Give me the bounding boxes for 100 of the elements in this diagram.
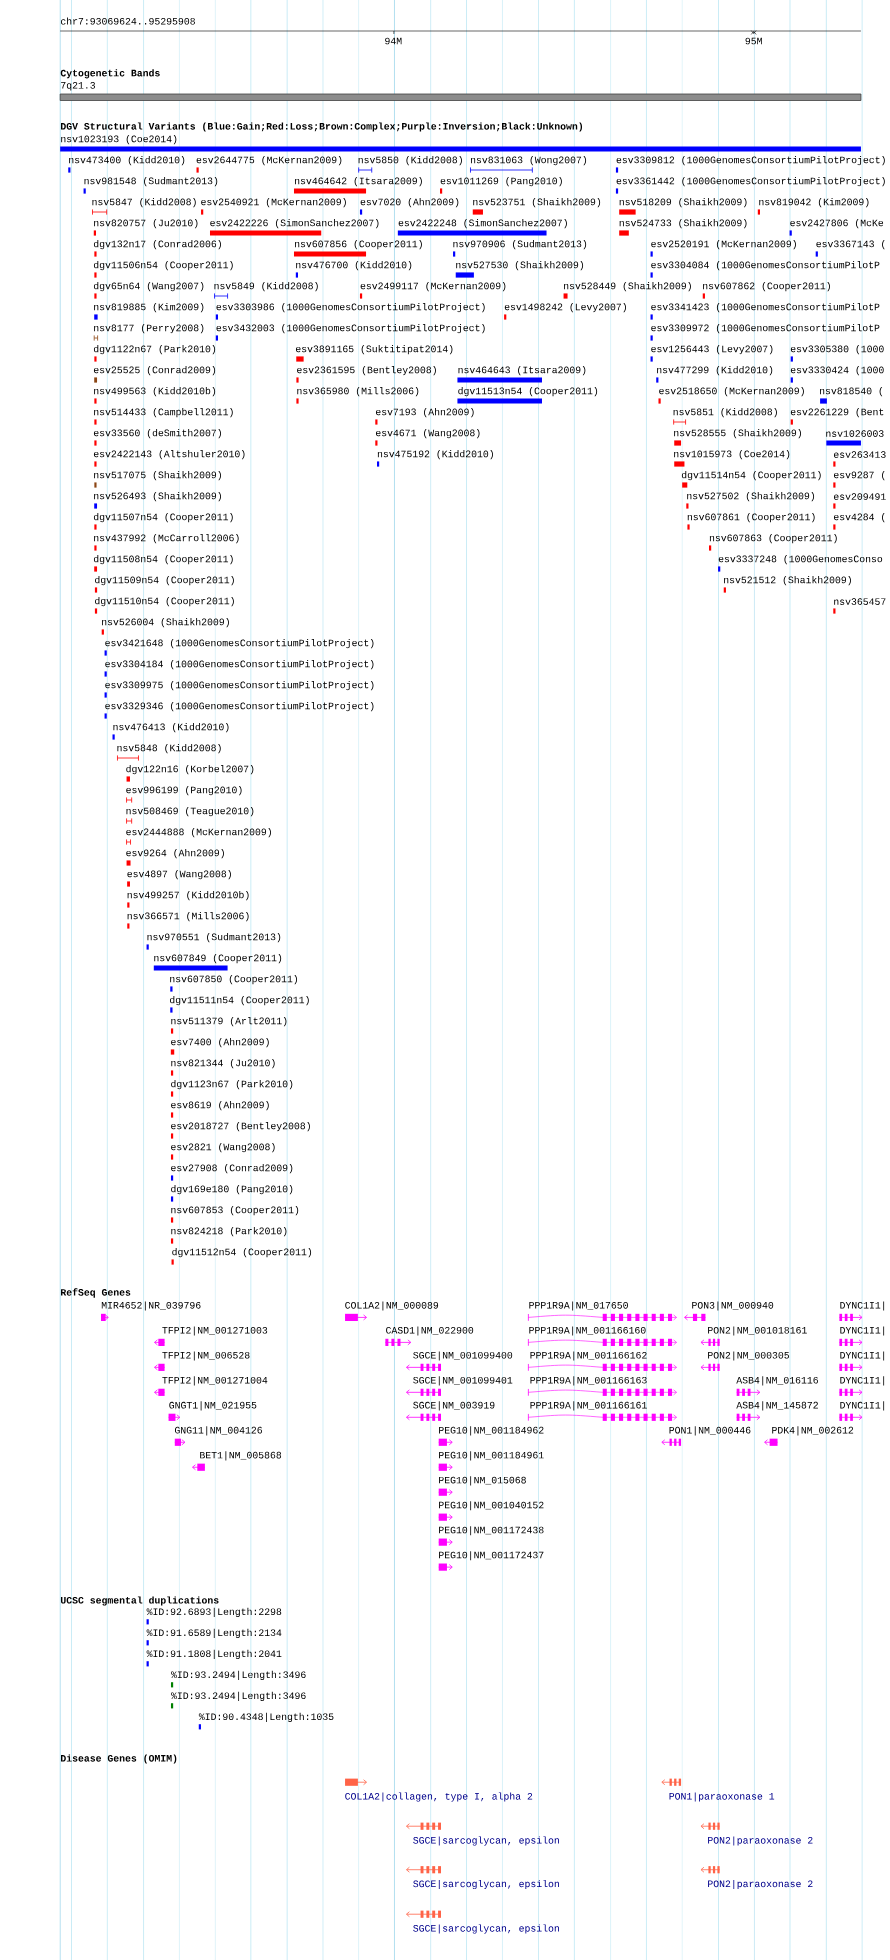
feature-label: nsv476700 (Kidd2010) xyxy=(296,261,412,271)
feature-label: TFPI2|NM_001271003 xyxy=(162,1326,268,1336)
feature-label: esv2499117 (McKernan2009) xyxy=(360,282,506,292)
disease-gene-label: PON2|paraoxonase 2 xyxy=(708,1836,813,1846)
feature-label: DYNC1I1| xyxy=(840,1376,885,1386)
feature-label: esv3337248 (1000GenomesConso xyxy=(718,555,883,565)
feature-label: nsv499563 (Kidd2010b) xyxy=(94,387,216,397)
feature-label: esv1498242 (Levy2007) xyxy=(504,303,626,313)
feature-label: esv3361442 (1000GenomesConsortiumPilotProject) xyxy=(616,177,885,187)
feature-label: nsv607849 (Cooper2011) xyxy=(154,954,282,964)
feature-label: esv2518650 (McKernan2009) xyxy=(659,387,804,397)
feature-label: nsv831063 (Wong2007) xyxy=(471,156,587,166)
feature-label: esv3304184 (1000GenomesConsortiumPilotProject) xyxy=(105,660,374,670)
feature-label: esv2422143 (Altshuler2010) xyxy=(93,450,245,460)
feature-label: nsv477299 (Kidd2010) xyxy=(657,366,773,376)
feature-label: nsv5849 (Kidd2008) xyxy=(214,282,318,292)
feature-label: %ID:92.6893|Length:2298 xyxy=(146,1607,282,1617)
feature-label: nsv607862 (Cooper2011) xyxy=(703,282,830,292)
feature-label: esv25525 (Conrad2009) xyxy=(93,366,216,376)
feature-label: nsv499257 (Kidd2010b) xyxy=(127,891,249,901)
feature-label: esv263413 xyxy=(834,451,886,458)
feature-label: nsv528555 (Shaikh2009) xyxy=(674,429,801,439)
disease-gene-label: SGCE|sarcoglycan, epsilon xyxy=(413,1836,559,1846)
feature-label: ASB4|NM_145872 xyxy=(736,1401,818,1411)
feature-label: nsv526004 (Shaikh2009) xyxy=(102,618,229,628)
feature-label: DYNC1I1| xyxy=(840,1301,885,1311)
feature-label: nsv527502 (Shaikh2009) xyxy=(687,492,815,502)
feature-label: esv3367143 ( xyxy=(816,240,885,250)
feature-label: nsv526493 (Shaikh2009) xyxy=(94,492,221,502)
track-heading: Cytogenetic Bands xyxy=(60,69,160,79)
disease-gene-label: PON1|paraoxonase 1 xyxy=(669,1792,775,1802)
feature-label: dgv11512n54 (Cooper2011) xyxy=(172,1248,312,1258)
feature-label: %ID:93.2494|Length:3496 xyxy=(171,1691,306,1701)
feature-label: DYNC1I1| xyxy=(840,1326,885,1336)
feature-label: GNGT1|NM_021955 xyxy=(169,1401,257,1411)
feature-label: PDK4|NM_002612 xyxy=(772,1426,854,1436)
feature-label: nsv517075 (Shaikh2009) xyxy=(94,471,221,481)
disease-gene-label: PON2|paraoxonase 2 xyxy=(708,1879,813,1890)
feature-label: esv3304084 (1000GenomesConsortiumPilotP xyxy=(651,261,880,271)
feature-label: esv7193 (Ahn2009) xyxy=(376,408,474,418)
feature-label: nsv8177 (Perry2008) xyxy=(94,324,204,334)
feature-label: nsv607856 (Cooper2011) xyxy=(295,240,422,250)
track-heading: RefSeq Genes xyxy=(61,1288,131,1298)
feature-label: esv2427806 (McKe xyxy=(790,219,884,229)
track-heading: Disease Genes (OMIM) xyxy=(61,1754,177,1764)
feature-label: nsv514433 (Campbell2011) xyxy=(94,408,233,418)
disease-gene-label: SGCE|sarcoglycan, epsilon xyxy=(413,1924,559,1934)
feature-label: esv3891165 (Suktitipat2014) xyxy=(295,345,453,355)
feature-label: nsv1026003 xyxy=(826,430,884,437)
feature-label: SGCE|NM_001099400 xyxy=(413,1351,513,1361)
feature-label: esv27908 (Conrad2009) xyxy=(171,1164,293,1174)
feature-label: dgv11506n54 (Cooper2011) xyxy=(93,261,233,271)
feature-label: esv4671 (Wang2008) xyxy=(376,429,480,439)
feature-label: PON3|NM_000940 xyxy=(692,1301,774,1311)
feature-label: dgv11509n54 (Cooper2011) xyxy=(95,576,234,586)
feature-label: %ID:93.2494|Length:3496 xyxy=(171,1670,306,1680)
feature-label: %ID:90.4348|Length:1035 xyxy=(198,1712,334,1722)
feature-label: esv2422226 (SimonSanchez2007) xyxy=(210,219,379,229)
feature-label: nsv5847 (Kidd2008) xyxy=(92,198,196,208)
feature-label: esv8619 (Ahn2009) xyxy=(171,1101,269,1111)
feature-label: nsv5848 (Kidd2008) xyxy=(117,744,221,754)
feature-label: nsv518209 (Shaikh2009) xyxy=(619,198,747,208)
feature-label: PEG10|NM_001172437 xyxy=(439,1551,544,1561)
feature-label: esv3309972 (1000GenomesConsortiumPilotP xyxy=(651,324,880,334)
feature-label: nsv365457 xyxy=(834,598,886,605)
feature-label: esv1011269 (Pang2010) xyxy=(440,177,562,187)
feature-label: esv1256443 (Levy2007) xyxy=(651,345,773,355)
feature-label: esv2821 (Wang2008) xyxy=(171,1143,275,1153)
feature-label: esv3303986 (1000GenomesConsortiumPilotProject) xyxy=(216,303,485,313)
feature-label: COL1A2|NM_000089 xyxy=(345,1301,439,1311)
ruler-tick-label: 94M xyxy=(385,37,402,45)
feature-label: nsv521512 (Shaikh2009) xyxy=(724,576,851,586)
feature-label: dgv65n64 (Wang2007) xyxy=(93,282,204,292)
feature-label: dgv169e180 (Pang2010) xyxy=(171,1185,293,1195)
feature-label: nsv365980 (Mills2006) xyxy=(297,387,419,397)
feature-label: GNG11|NM_004126 xyxy=(174,1426,262,1436)
feature-label: dgv1123n67 (Park2010) xyxy=(171,1080,293,1090)
feature-label: nsv607863 (Cooper2011) xyxy=(709,534,837,544)
feature-label: nsv607861 (Cooper2011) xyxy=(687,513,815,523)
feature-label: %ID:91.6589|Length:2134 xyxy=(146,1628,282,1638)
feature-label: esv2018727 (Bentley2008) xyxy=(171,1122,310,1132)
feature-label: esv3329346 (1000GenomesConsortiumPilotProject) xyxy=(105,702,374,712)
feature-label: PPP1R9A|NM_001166162 xyxy=(530,1351,647,1361)
feature-label: PEG10|NM_001040152 xyxy=(439,1501,544,1511)
ruler-tick-label: 95M xyxy=(745,37,762,45)
feature-label: BET1|NM_005868 xyxy=(200,1451,282,1461)
feature-label: dgv1122n67 (Park2010) xyxy=(93,345,216,355)
feature-label: PON1|NM_000446 xyxy=(669,1426,751,1436)
feature-label: DYNC1I1| xyxy=(840,1351,885,1361)
feature-label: dgv11514n54 (Cooper2011) xyxy=(681,471,821,481)
feature-label: PEG10|NM_015068 xyxy=(439,1476,526,1486)
position-label: chr7:93069624..95295908 xyxy=(61,17,195,25)
feature-label: SGCE|NM_001099401 xyxy=(413,1376,513,1386)
feature-label: nsv5850 (Kidd2008) xyxy=(358,156,462,166)
feature-label: dgv132n17 (Conrad2006) xyxy=(93,240,221,250)
feature-label: dgv11507n54 (Cooper2011) xyxy=(93,513,233,523)
feature-label: CASD1|NM_022900 xyxy=(386,1326,474,1336)
feature-label: esv3305380 (1000 xyxy=(790,345,884,355)
feature-label: esv2444888 (McKernan2009) xyxy=(126,828,271,838)
feature-label: nsv464643 (Itsara2009) xyxy=(458,366,586,376)
